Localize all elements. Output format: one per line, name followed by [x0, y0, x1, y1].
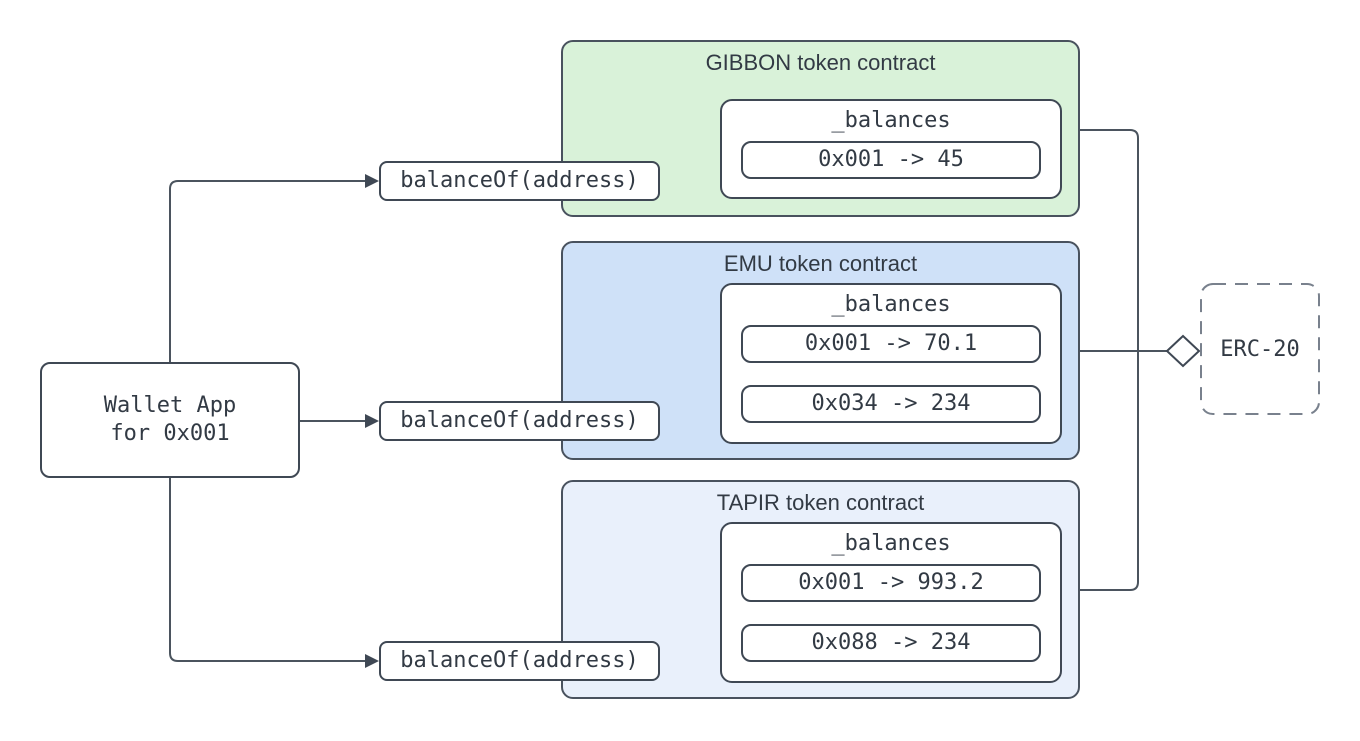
balance-entry: 0x001 -> 993.2: [741, 564, 1041, 602]
balances-map-title: _balances: [831, 531, 951, 556]
balances-map-title: _balances: [831, 292, 951, 317]
contract-title-gibbon: GIBBON token contract: [705, 50, 936, 75]
balance-entry: 0x034 -> 234: [741, 385, 1041, 423]
wallet-app-label-line1: Wallet App: [103, 393, 237, 418]
balanceof-call-box-tapir: balanceOf(address): [379, 641, 660, 681]
balanceof-call-box-gibbon: balanceOf(address): [379, 161, 660, 201]
balances-map-box-gibbon: _balances 0x001 -> 45: [720, 99, 1062, 199]
balance-entry: 0x088 -> 234: [741, 624, 1041, 662]
balanceof-call-box-emu: balanceOf(address): [379, 401, 660, 441]
arrowhead-icon: [365, 654, 379, 668]
wallet-app-label-line2: for 0x001: [110, 421, 230, 446]
balances-map-box-tapir: _balances 0x001 -> 993.2 0x088 -> 234: [720, 522, 1062, 683]
arrow-wallet-to-gibbon-call: [169, 180, 365, 362]
arrowhead-icon: [365, 174, 379, 188]
contract-title-emu: EMU token contract: [723, 251, 918, 276]
arrow-wallet-to-tapir-call: [169, 478, 365, 662]
bracket-contracts-to-interface: [1080, 129, 1139, 591]
balance-entry: 0x001 -> 70.1: [741, 325, 1041, 363]
contract-title-tapir: TAPIR token contract: [716, 490, 925, 515]
wallet-app-box: Wallet App for 0x001: [40, 362, 300, 478]
arrowhead-icon: [365, 414, 379, 428]
balances-map-box-emu: _balances 0x001 -> 70.1 0x034 -> 234: [720, 283, 1062, 444]
diamond-connector-icon: [1165, 334, 1201, 368]
balance-entry: 0x001 -> 45: [741, 141, 1041, 179]
erc20-interface-label: ERC-20: [1220, 336, 1300, 362]
balances-map-title: _balances: [831, 108, 951, 133]
